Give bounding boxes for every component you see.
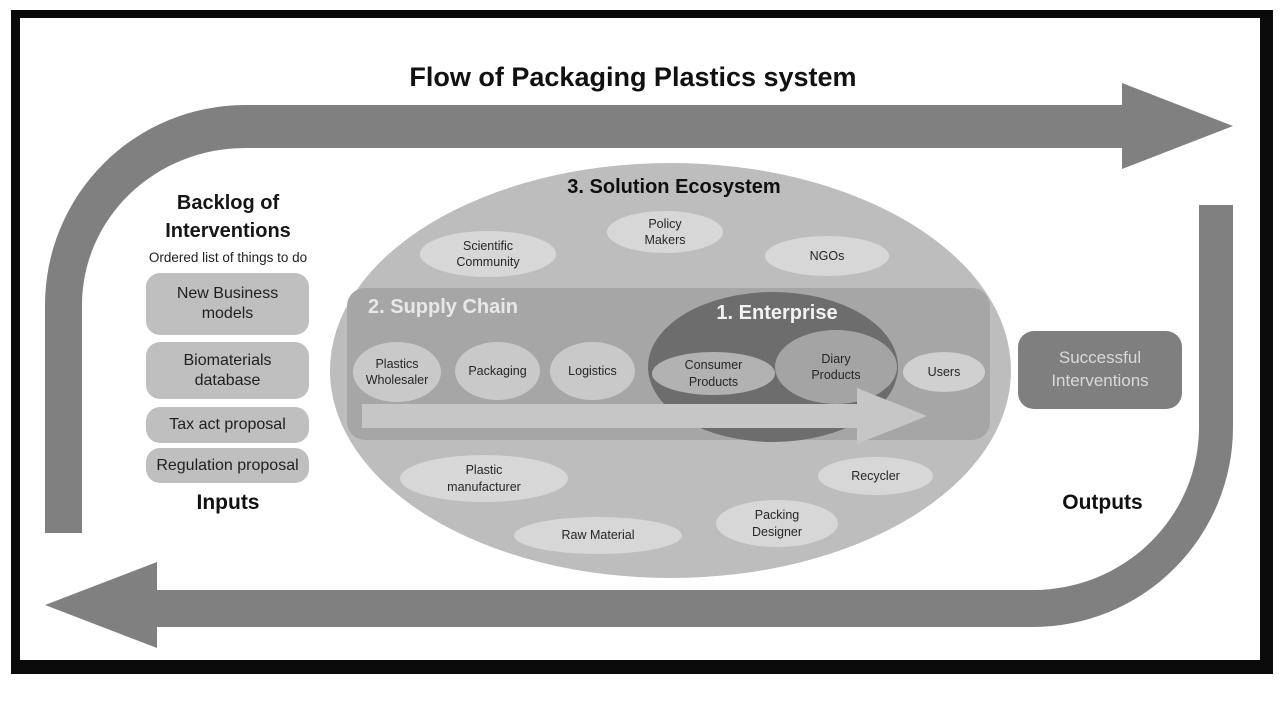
users-label: Users [927, 364, 961, 379]
supply-chain-title: 2. Supply Chain [368, 296, 519, 318]
supply-chain-arrow-shaft [362, 404, 857, 428]
actor-plastic-manufacturer: Plastic manufacturer [400, 455, 568, 502]
flow-loop-return-segment [157, 205, 1233, 627]
actor-label: Packing Designer [751, 508, 803, 539]
flow-arrowhead-right-icon [1122, 83, 1233, 169]
actor-label: Raw Material [561, 528, 635, 543]
diagram-frame [11, 10, 1273, 674]
actor-label: Scientific Community [456, 238, 520, 269]
flow-arrowhead-left-icon [45, 562, 157, 648]
inputs-label: Inputs [196, 491, 260, 514]
supply-node-packaging: Packaging [455, 342, 540, 400]
actor-ngos: NGOs [765, 236, 889, 276]
backlog-item-new-business-models: New Business models [146, 273, 309, 335]
successful-interventions-box: Successful Interventions [1018, 331, 1182, 409]
enterprise-node-label: Diary Products [811, 351, 861, 382]
actor-raw-material: Raw Material [514, 517, 682, 554]
backlog-item-regulation-proposal: Regulation proposal [146, 448, 309, 483]
actor-label: Recycler [851, 468, 900, 483]
supply-node-label: Plastics Wholesaler [365, 356, 429, 387]
backlog-item-biomaterials-database: Biomaterials database [146, 342, 309, 399]
supply-node-label: Logistics [568, 363, 617, 378]
actor-recycler: Recycler [818, 457, 933, 495]
actor-label: Plastic manufacturer [447, 463, 521, 494]
actor-label: NGOs [809, 248, 845, 263]
actor-label: Policy Makers [644, 216, 686, 247]
backlog-subheading: Ordered list of things to do [148, 250, 308, 265]
outputs-label: Outputs [1062, 491, 1143, 514]
supply-node-label: Packaging [468, 363, 527, 378]
successful-interventions-label: Successful Interventions [1051, 348, 1149, 390]
supply-chain-arrowhead-icon [857, 388, 927, 444]
actor-packing-designer: Packing Designer [716, 500, 838, 547]
supply-node-plastics-wholesaler: Plastics Wholesaler [353, 342, 441, 402]
actor-policy-makers: Policy Makers [607, 211, 723, 253]
backlog-item-tax-act-proposal: Tax act proposal [146, 407, 309, 443]
backlog-heading: Backlog of Interventions [165, 192, 291, 242]
diagram-title: Flow of Packaging Plastics system [409, 62, 857, 92]
enterprise-title: 1. Enterprise [716, 302, 838, 324]
actor-scientific-community: Scientific Community [420, 231, 556, 277]
supply-node-logistics: Logistics [550, 342, 635, 400]
users-ellipse: Users [903, 352, 985, 392]
enterprise-node-label: Consumer Products [684, 358, 743, 389]
enterprise-node-consumer-products: Consumer Products [652, 352, 775, 395]
solution-ecosystem-title: 3. Solution Ecosystem [567, 176, 781, 198]
